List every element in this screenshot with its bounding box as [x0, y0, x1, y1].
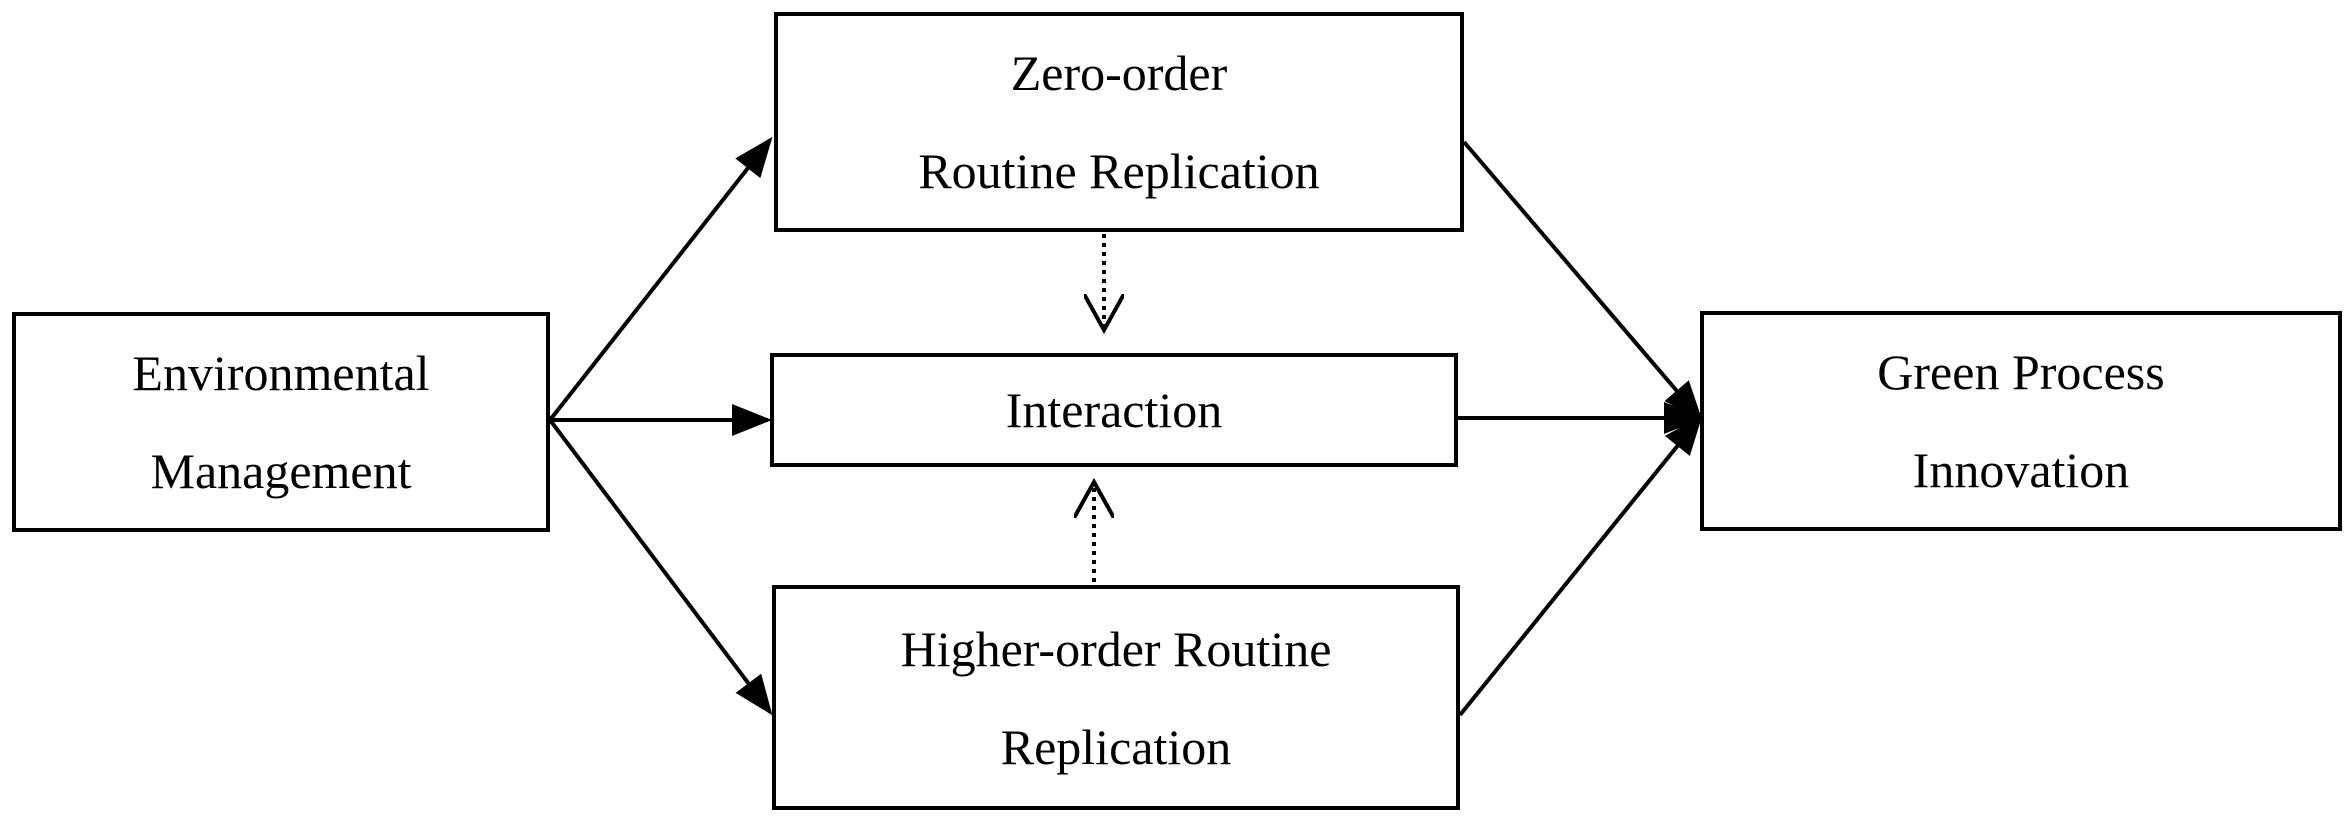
node-green-process-innovation-line1: Green Process	[1877, 344, 2165, 400]
node-environmental-management-line2: Management	[150, 443, 412, 499]
node-higher-order-line2: Replication	[1000, 718, 1232, 775]
node-zero-order-routine-replication: Zero-order Routine Replication	[774, 12, 1464, 232]
node-green-process-innovation-line2: Innovation	[1912, 442, 2130, 498]
node-environmental-management: Environmental Management	[12, 312, 550, 532]
node-interaction-label: Interaction	[1005, 382, 1223, 438]
edge-zero-order-to-green	[1462, 140, 1703, 422]
node-higher-order-routine-replication: Higher-order Routine Replication	[772, 585, 1460, 810]
node-zero-order-line2: Routine Replication	[918, 143, 1320, 199]
node-higher-order-line1: Higher-order Routine	[900, 620, 1332, 677]
edge-higher-order-to-green	[1458, 414, 1703, 717]
node-green-process-innovation: Green Process Innovation	[1700, 311, 2342, 531]
node-environmental-management-line1: Environmental	[132, 345, 430, 401]
node-zero-order-line1: Zero-order	[1010, 45, 1228, 101]
edge-env-to-higher-order	[548, 418, 773, 716]
edge-env-to-zero-order	[548, 136, 773, 422]
node-interaction: Interaction	[770, 353, 1458, 467]
